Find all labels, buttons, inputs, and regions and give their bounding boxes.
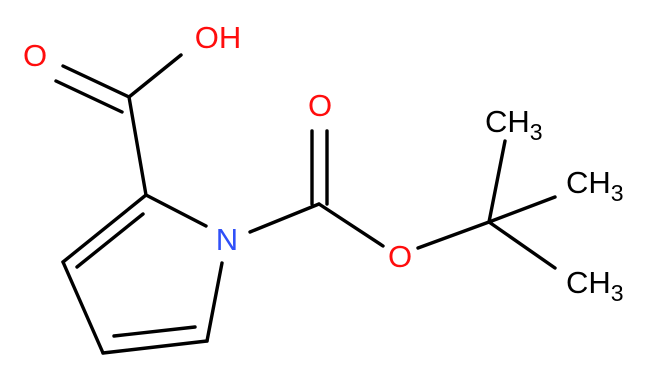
bond-cq-ch3-top — [487, 139, 507, 224]
bond-cacid-o-double-b — [54, 79, 124, 114]
bond-c2-c3-double-inner — [75, 212, 145, 269]
atom-labels: OH O O O N CH3 CH3 CH3 — [23, 20, 624, 306]
bond-c4-c5-double-inner — [112, 325, 197, 338]
methyl-bottom-main: CH — [566, 265, 611, 300]
methyl-middle-label: CH3 — [566, 165, 624, 206]
bond-n-c2 — [144, 193, 208, 228]
bond-cacid-oh — [127, 53, 183, 99]
bond-c4-c5-double-outer — [101, 339, 209, 355]
bond-c2-c3-double-outer — [61, 193, 148, 264]
methyl-middle-subscript: 3 — [611, 180, 624, 206]
bond-cacid-o-double-a — [61, 64, 131, 99]
bond-c2-cacid — [127, 95, 148, 197]
bond-c5-n — [205, 261, 224, 343]
atom-ester-oxygen-label: O — [388, 239, 412, 274]
bond-cq-ch3-bottom — [487, 220, 557, 270]
bond-c3-c4 — [61, 260, 105, 355]
methyl-top-label: CH3 — [485, 104, 543, 145]
atom-carboxyl-oxygen-label: O — [23, 38, 47, 73]
atom-hydroxyl-label: OH — [195, 20, 242, 55]
bond-oester-cq — [416, 220, 491, 250]
bond-cq-ch3-middle — [487, 195, 557, 224]
methyl-middle-main: CH — [566, 165, 611, 200]
bond-n-cboc — [248, 202, 321, 234]
atom-carbonyl-oxygen-label: O — [308, 88, 332, 123]
methyl-top-main: CH — [485, 104, 530, 139]
atom-nitrogen-label: N — [216, 222, 238, 257]
methyl-bottom-label: CH3 — [566, 265, 624, 306]
bonds-group — [54, 53, 557, 355]
bond-cboc-oester — [317, 202, 385, 248]
methyl-top-subscript: 3 — [530, 119, 543, 145]
methyl-bottom-subscript: 3 — [611, 280, 624, 306]
